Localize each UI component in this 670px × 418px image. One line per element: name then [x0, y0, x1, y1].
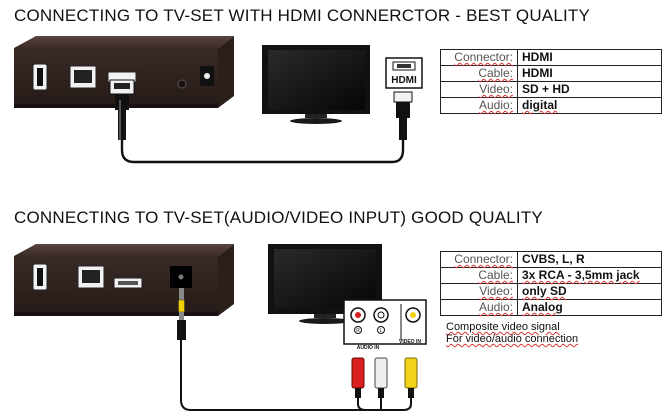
power-socket-icon — [200, 66, 214, 86]
tv-set-2 — [268, 244, 382, 324]
table-row: Audio: digital — [440, 97, 662, 114]
table-row: Cable: HDMI — [440, 65, 662, 82]
ethernet-port-icon — [69, 65, 97, 89]
spec-value: SD + HD — [517, 81, 662, 98]
spec-value: Analog — [522, 300, 563, 314]
hdmi-plug-box-icon — [109, 79, 135, 140]
spec-key: Cable: — [478, 66, 513, 80]
usb-port-icon — [32, 263, 48, 291]
jack-l-label: L — [380, 328, 383, 334]
jack-r-label: R — [356, 328, 360, 334]
tv-hdmi-port-1: HDMI — [385, 57, 423, 89]
table-row: Video: SD + HD — [440, 81, 662, 98]
spec-value: HDMI — [517, 65, 662, 82]
note-composite: Composite video signal — [446, 321, 560, 333]
tv-set-1 — [262, 45, 370, 124]
spec-key: Connector: — [454, 50, 513, 64]
hdmi-port-label: HDMI — [391, 75, 417, 86]
note-connection: For video/audio connection — [446, 333, 579, 345]
audio-in-label: AUDIO IN — [357, 345, 380, 351]
spec-key: Cable: — [478, 268, 513, 282]
ethernet-port-icon — [77, 265, 105, 289]
hdmi-port-icon — [113, 277, 143, 289]
audio-l-jack-icon: L — [373, 307, 389, 334]
spec-table-hdmi: Connector: HDMI Cable: HDMI Video: SD + … — [440, 49, 662, 114]
spec-key: Connector: — [454, 252, 513, 266]
table-row: Audio: Analog — [440, 299, 662, 316]
heading-av: CONNECTING TO TV-SET(AUDIO/VIDEO INPUT) … — [14, 208, 543, 227]
spec-value: 3x RCA - 3,5mm jack — [522, 268, 640, 282]
video-jack-icon — [405, 307, 421, 323]
av-cable — [180, 340, 412, 411]
table-row: Connector: HDMI — [440, 49, 662, 66]
rca-plug-white-icon — [374, 357, 388, 398]
rca-plug-red-icon — [351, 357, 365, 398]
heading-hdmi: CONNECTING TO TV-SET WITH HDMI CONNERCTO… — [14, 6, 591, 25]
spec-table-av: Connector: CVBS, L, R Cable: 3x RCA - 3,… — [440, 251, 662, 316]
spec-key: Video: — [479, 82, 513, 96]
spec-key: Audio: — [478, 300, 513, 314]
audio-r-jack-icon: R — [350, 307, 366, 334]
usb-port-icon — [32, 63, 48, 91]
spec-value: HDMI — [517, 49, 662, 66]
av-jack-port-icon — [170, 266, 192, 288]
spec-key: Audio: — [478, 98, 513, 112]
spec-value: CVBS, L, R — [517, 251, 662, 268]
table-row: Video: only SD — [440, 283, 662, 300]
hdmi-plug-tv-icon — [393, 91, 413, 140]
spec-value: only SD — [522, 284, 567, 298]
table-row: Cable: 3x RCA - 3,5mm jack — [440, 267, 662, 284]
spec-value: digital — [522, 98, 558, 112]
av-input-panel: R L AUDIO IN VIDEO IN — [343, 299, 427, 351]
jack-plug-icon — [177, 288, 186, 340]
rca-plug-yellow-icon — [404, 357, 418, 398]
video-in-label: VIDEO IN — [399, 339, 421, 345]
table-row: Connector: CVBS, L, R — [440, 251, 662, 268]
spec-key: Video: — [479, 284, 513, 298]
set-top-box-2 — [14, 244, 234, 316]
hdmi-cable — [120, 140, 405, 164]
